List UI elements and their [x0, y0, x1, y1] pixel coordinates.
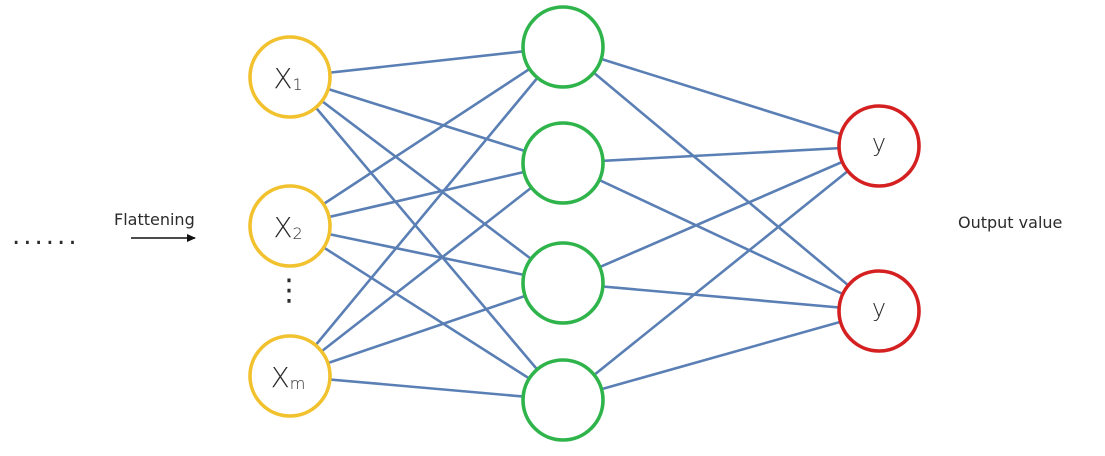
- input-node-3: Xm: [248, 334, 332, 418]
- edge-input-3-hidden-4: [288, 374, 565, 402]
- edge-hidden-4-output-2: [561, 309, 881, 402]
- edge-input-3-hidden-1: [288, 45, 565, 378]
- connection-lines: [288, 45, 881, 402]
- edge-hidden-4-output-1: [561, 144, 881, 402]
- output-node-1: y: [837, 104, 921, 188]
- hidden-node-4-circle: [521, 358, 605, 442]
- edge-hidden-1-output-2: [561, 45, 881, 313]
- edge-hidden-1-output-1: [561, 45, 881, 148]
- output-value-label: Output value: [958, 213, 1062, 232]
- hidden-node-1: [521, 5, 605, 89]
- output-node-2-circle: [837, 269, 921, 353]
- prefix-dots: ......: [12, 221, 80, 251]
- edge-input-1-hidden-1: [288, 45, 565, 79]
- edge-hidden-3-output-2: [561, 281, 881, 313]
- input-node-label: X2: [273, 211, 302, 244]
- output-node-label: y: [872, 294, 886, 322]
- edge-input-3-hidden-3: [288, 281, 565, 378]
- input-node-1: X1: [248, 35, 332, 119]
- input-node-label: X1: [273, 62, 302, 95]
- edge-input-2-hidden-4: [288, 224, 565, 402]
- edge-input-1-hidden-3: [288, 75, 565, 285]
- edge-input-2-hidden-1: [288, 45, 565, 228]
- edge-hidden-3-output-1: [561, 144, 881, 285]
- vertical-ellipsis: ⋮: [274, 273, 304, 308]
- output-node-label: y: [872, 129, 886, 157]
- hidden-node-3-circle: [521, 241, 605, 325]
- hidden-node-4: [521, 358, 605, 442]
- edge-input-1-hidden-2: [288, 75, 565, 165]
- input-node-2: X2: [248, 184, 332, 268]
- hidden-node-2: [521, 121, 605, 205]
- output-node-2: y: [837, 269, 921, 353]
- hidden-node-1-circle: [521, 5, 605, 89]
- input-node-2-circle: [248, 184, 332, 268]
- edge-hidden-2-output-1: [561, 144, 881, 165]
- output-node-1-circle: [837, 104, 921, 188]
- edge-input-2-hidden-3: [288, 224, 565, 285]
- flattening-label: Flattening: [114, 210, 195, 229]
- hidden-node-3: [521, 241, 605, 325]
- edge-input-1-hidden-4: [288, 75, 565, 402]
- input-node-label: Xm: [271, 361, 306, 394]
- edge-input-2-hidden-2: [288, 161, 565, 228]
- input-node-3-circle: [248, 334, 332, 418]
- input-node-1-circle: [248, 35, 332, 119]
- edge-input-3-hidden-2: [288, 161, 565, 378]
- hidden-node-2-circle: [521, 121, 605, 205]
- edge-hidden-2-output-2: [561, 161, 881, 313]
